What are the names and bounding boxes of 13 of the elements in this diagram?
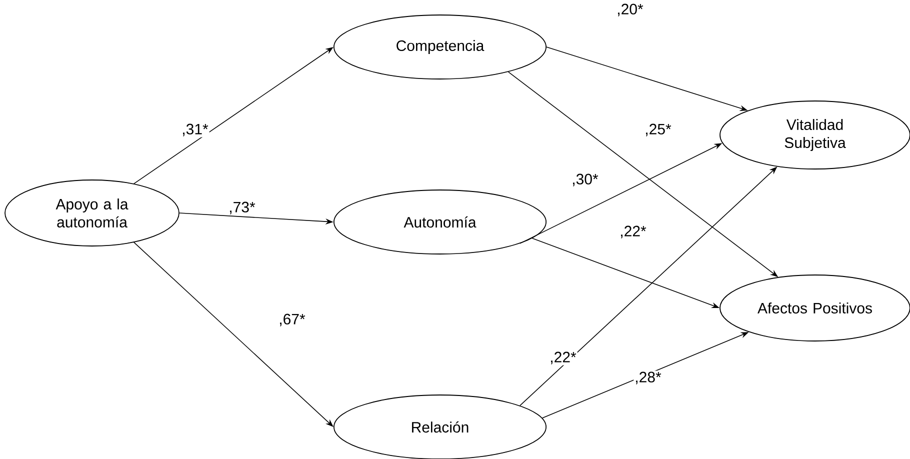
edge-label: ,28* [634,370,662,386]
edge-label: ,20* [616,2,644,18]
arrow [134,242,334,427]
ellipse-node: Autonomía [334,190,547,254]
edge-label: ,30* [570,172,600,188]
ellipse-node: Apoyo a la autonomía [4,180,180,246]
ellipse-node: Competencia [334,14,547,80]
edge-label: ,73* [228,200,256,216]
edge-label: ,25* [644,122,672,138]
edge-label: ,22* [618,224,648,240]
edge-label: ,67* [278,312,306,328]
edge-label: ,31* [180,122,210,138]
edge-label: ,22* [548,350,578,366]
